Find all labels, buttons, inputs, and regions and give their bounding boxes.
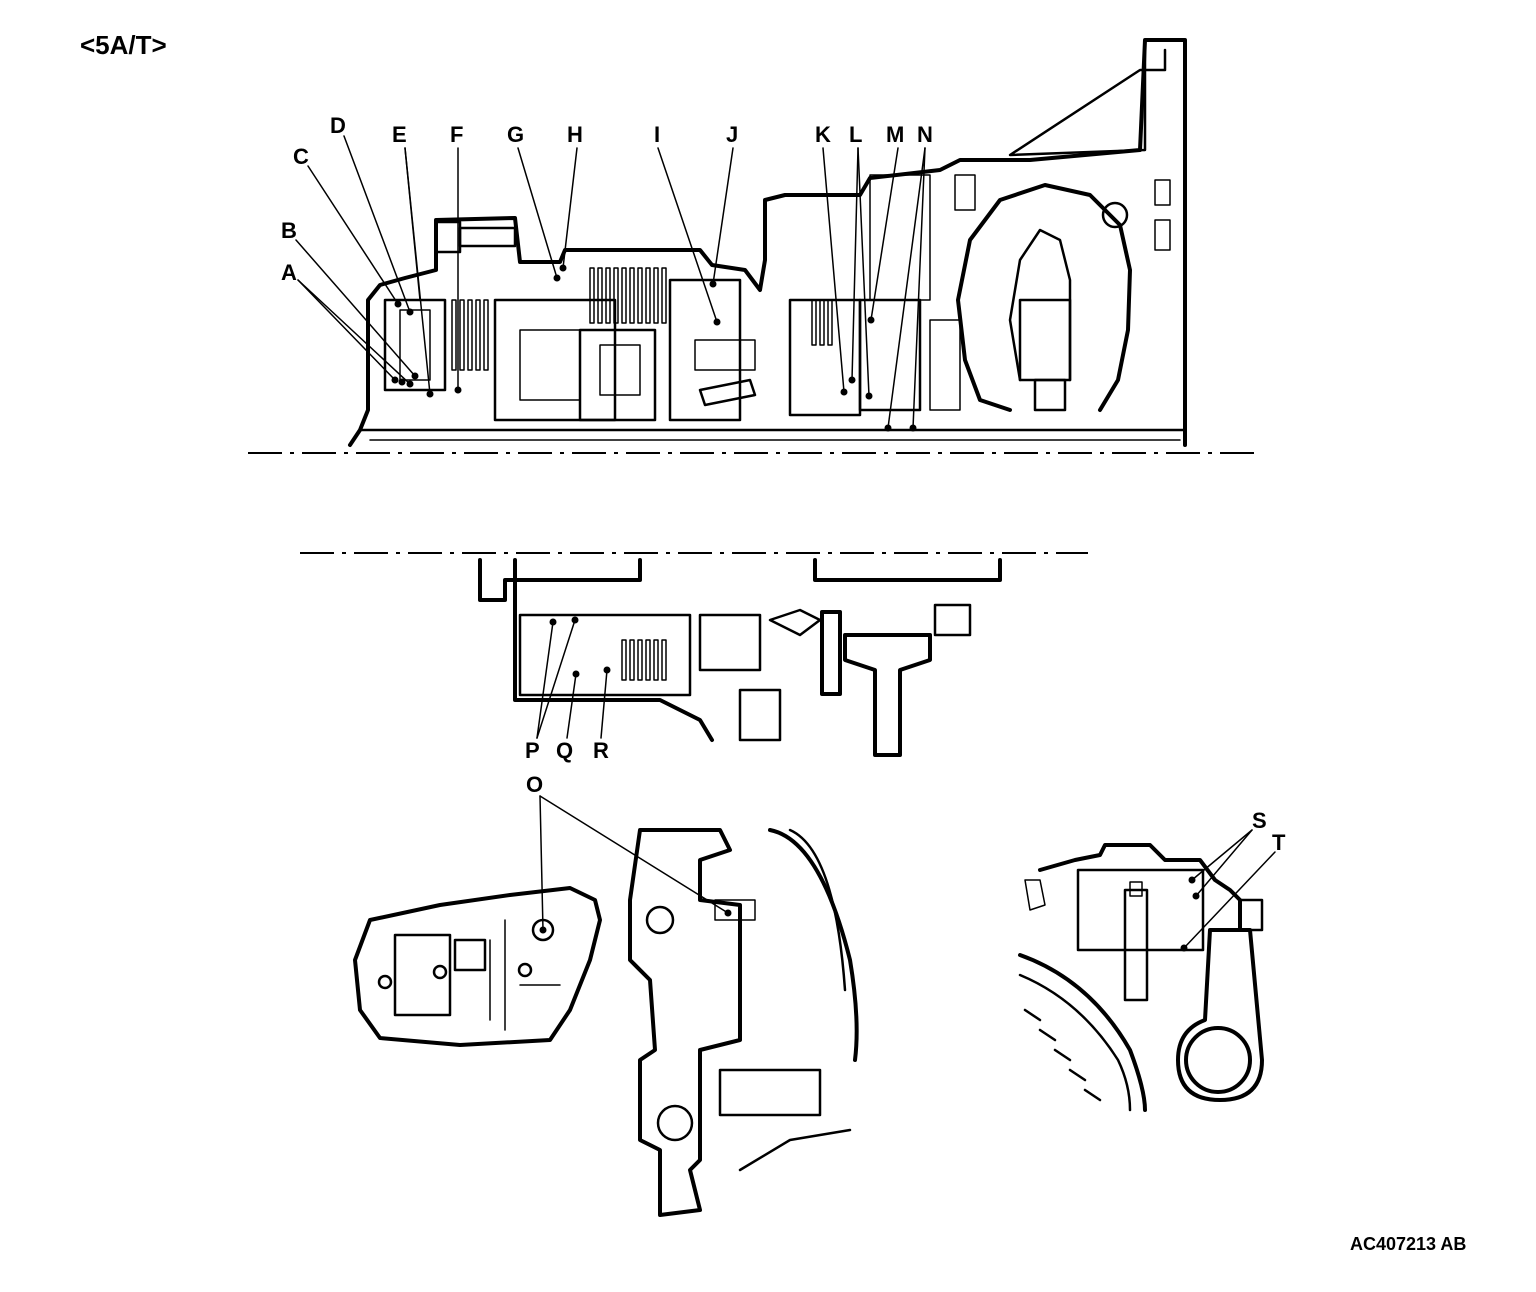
- shift-lever: [1176, 928, 1264, 1102]
- callout-f: F: [450, 122, 463, 147]
- front-pump-gear: [399, 309, 431, 381]
- reaction-drum: [668, 278, 742, 422]
- case-arc-outer: [768, 828, 859, 1062]
- front-pump-housing: [383, 298, 447, 392]
- figure-id: AC407213 AB: [1350, 1234, 1466, 1254]
- turbine: [1008, 228, 1072, 382]
- clutch-pack-center: [589, 267, 667, 324]
- callout-a: A: [281, 260, 297, 285]
- valve-plate-hole-2: [432, 964, 448, 980]
- clutch-pack-left: [451, 299, 489, 371]
- leaders-upper: [295, 135, 926, 429]
- callout-c: C: [293, 144, 309, 169]
- callout-h: H: [567, 122, 583, 147]
- callout-r: R: [593, 738, 609, 763]
- callout-m: M: [886, 122, 904, 147]
- clutch-pack-transfer: [621, 639, 667, 681]
- transfer-clutch-housing: [518, 613, 692, 697]
- valve-plate-channels: [489, 919, 561, 1031]
- planetary-gear-1: [519, 329, 581, 401]
- manual-valve: [1123, 888, 1149, 1002]
- upper-cross-section: [248, 38, 1258, 454]
- ring-gear-teeth: [1023, 1008, 1102, 1102]
- output-gear: [694, 339, 756, 371]
- boss-3: [1154, 219, 1171, 251]
- converter-hub: [1033, 378, 1067, 412]
- shift-lever-eye: [1184, 1026, 1252, 1094]
- valve-plate-hole-1: [377, 974, 393, 990]
- callout-d: D: [330, 113, 346, 138]
- transfer-shaft-housing: [929, 319, 961, 411]
- detail-case-outline: [1038, 843, 1242, 932]
- shift-solenoid: [718, 1068, 822, 1117]
- valve-plate-outline: [353, 886, 602, 1047]
- callout-q: Q: [556, 738, 573, 763]
- callout-k: K: [815, 122, 831, 147]
- valve-plate-hole-3: [517, 962, 533, 978]
- valve-plate-pocket-2: [453, 938, 487, 972]
- valve-body-upper: [869, 174, 931, 301]
- callout-o: O: [526, 772, 543, 797]
- valve-body-port: [714, 899, 756, 921]
- case-rear-flange: [1008, 38, 1167, 157]
- bolt-1-shank: [458, 226, 517, 248]
- transfer-gear: [698, 613, 762, 672]
- bolt-1: [434, 220, 462, 254]
- callout-t: T: [1272, 830, 1286, 855]
- leaders-st: [1183, 829, 1276, 949]
- tapered-bearing-1: [698, 378, 757, 407]
- detail-bracket: [1024, 879, 1046, 911]
- spacer: [820, 610, 842, 696]
- planetary-gear-2: [599, 344, 641, 396]
- callout-p: P: [525, 738, 540, 763]
- manual-valve-head: [1129, 881, 1143, 897]
- main-case-outline: [348, 38, 1187, 447]
- case-arc-inner: [788, 828, 847, 992]
- drain-plug: [1101, 201, 1129, 229]
- stator: [1018, 298, 1072, 382]
- leaders-middle: [536, 619, 608, 739]
- valve-body-bore-1: [645, 905, 675, 935]
- valve-plate-pocket-1: [393, 933, 452, 1017]
- output-flange: [843, 633, 932, 757]
- callout-e: E: [392, 122, 407, 147]
- lever-nut: [1238, 898, 1264, 932]
- transfer-case-outline: [478, 558, 1002, 742]
- middle-cross-section: [300, 552, 1088, 757]
- callout-s: S: [1252, 808, 1267, 833]
- transfer-boss: [738, 688, 782, 742]
- boss-1: [954, 174, 976, 211]
- callout-j: J: [726, 122, 738, 147]
- planetary-carrier: [578, 328, 657, 422]
- shift-lever-view: [1018, 829, 1276, 1112]
- ring-gear-outer: [1018, 953, 1147, 1112]
- callout-labels: A B C D E F G H I J K L M N O P Q R S T: [281, 113, 1286, 855]
- boss-2: [1154, 179, 1171, 206]
- callout-i: I: [654, 122, 660, 147]
- input-clutch-drum: [493, 298, 617, 422]
- leaders-o: [539, 795, 729, 931]
- callout-g: G: [507, 122, 524, 147]
- callout-l: L: [849, 122, 862, 147]
- valve-body-view: [353, 795, 859, 1217]
- callout-b: B: [281, 218, 297, 243]
- clutch-pack-right: [811, 299, 833, 346]
- torque-converter: [956, 183, 1132, 412]
- ring-gear-inner: [1018, 973, 1132, 1112]
- tapered-bearing-2: [768, 608, 822, 637]
- case-edge: [738, 1128, 852, 1172]
- valve-body-outline: [628, 828, 742, 1217]
- rear-clutch-housing: [788, 298, 862, 417]
- valve-body-bore-2: [656, 1104, 694, 1142]
- callout-n: N: [917, 122, 933, 147]
- output-seal: [933, 603, 972, 637]
- variant-label: <5A/T>: [80, 30, 167, 60]
- detent-housing: [1076, 868, 1205, 952]
